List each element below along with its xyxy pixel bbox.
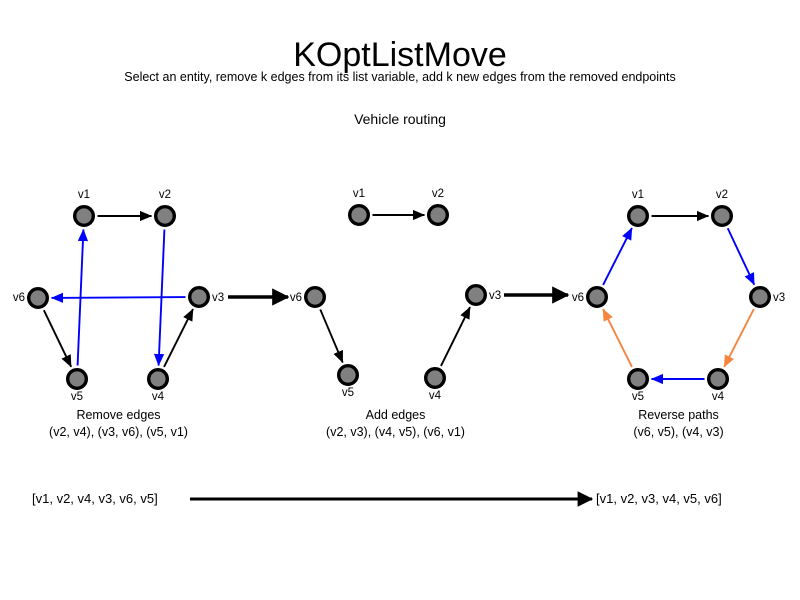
nodes-group: v1 v2 v3 v4 v5 v6 bbox=[13, 189, 224, 403]
node-label-v6: v6 bbox=[572, 292, 584, 304]
node-label-v3: v3 bbox=[212, 292, 224, 304]
node-label-v6: v6 bbox=[13, 292, 25, 304]
edge-v6-to-v1 bbox=[602, 227, 633, 286]
list-transition-layer: [v1, v2, v4, v3, v6, v5] [v1, v2, v3, v4,… bbox=[32, 491, 722, 507]
edge-v5-to-v6 bbox=[602, 308, 633, 368]
node-label-v1: v1 bbox=[353, 188, 365, 200]
edge-v3-to-v6 bbox=[50, 292, 186, 303]
node-v6[interactable] bbox=[586, 286, 609, 309]
list-after: [v1, v2, v3, v4, v5, v6] bbox=[596, 491, 722, 506]
panel-caption-detail-add: (v2, v3), (v4, v5), (v6, v1) bbox=[326, 425, 465, 439]
nodes-group: v1 v2 v3 v4 v5 v6 bbox=[290, 188, 501, 402]
node-label-v5: v5 bbox=[632, 391, 644, 403]
edge-v3-to-v4 bbox=[723, 308, 755, 368]
panel-caption-detail-remove: (v2, v4), (v3, v6), (v5, v1) bbox=[49, 425, 188, 439]
page-title: KOptListMove bbox=[293, 36, 507, 74]
node-v3[interactable] bbox=[749, 286, 772, 309]
panel-caption-title-reverse: Reverse paths bbox=[638, 408, 719, 422]
node-v1[interactable] bbox=[348, 203, 371, 226]
panel-caption-title-remove: Remove edges bbox=[76, 408, 160, 422]
node-v6[interactable] bbox=[304, 286, 327, 309]
node-label-v3: v3 bbox=[489, 290, 501, 302]
node-v2[interactable] bbox=[427, 203, 450, 226]
node-label-v1: v1 bbox=[632, 189, 644, 201]
node-v3[interactable] bbox=[465, 284, 488, 307]
edge-v4-to-v3 bbox=[163, 308, 194, 368]
node-label-v5: v5 bbox=[71, 391, 83, 403]
panel-caption-title-add: Add edges bbox=[366, 408, 426, 422]
edge-v2-to-v3 bbox=[726, 227, 756, 286]
node-label-v3: v3 bbox=[773, 292, 785, 304]
edges-group bbox=[319, 209, 471, 367]
node-v5[interactable] bbox=[337, 364, 360, 387]
section-label: Vehicle routing bbox=[354, 111, 446, 127]
node-label-v2: v2 bbox=[716, 189, 728, 201]
node-v5[interactable] bbox=[65, 368, 88, 391]
node-label-v4: v4 bbox=[429, 390, 442, 402]
edge-v6-to-v5 bbox=[43, 309, 72, 368]
edges-group bbox=[602, 210, 756, 385]
node-v2[interactable] bbox=[153, 204, 176, 227]
node-v3[interactable] bbox=[187, 286, 210, 309]
node-v5[interactable] bbox=[627, 368, 650, 391]
flow-arrows-layer bbox=[228, 286, 570, 306]
node-v1[interactable] bbox=[72, 204, 95, 227]
node-label-v5: v5 bbox=[342, 387, 354, 399]
node-v6[interactable] bbox=[27, 287, 50, 310]
node-label-v1: v1 bbox=[78, 189, 90, 201]
node-v4[interactable] bbox=[146, 368, 169, 391]
node-label-v4: v4 bbox=[712, 391, 725, 403]
edge-v6-to-v5 bbox=[319, 309, 344, 364]
panel-caption-detail-reverse: (v6, v5), (v4, v3) bbox=[633, 425, 723, 439]
node-label-v2: v2 bbox=[432, 188, 444, 200]
node-v4[interactable] bbox=[707, 368, 730, 391]
node-v1[interactable] bbox=[627, 204, 650, 227]
edges-group bbox=[43, 210, 194, 368]
page-subtitle: Select an entity, remove k edges from it… bbox=[124, 70, 675, 84]
node-v4[interactable] bbox=[424, 367, 447, 390]
node-v2[interactable] bbox=[711, 204, 734, 227]
node-label-v6: v6 bbox=[290, 292, 302, 304]
edge-v4-to-v3 bbox=[440, 306, 471, 367]
node-label-v2: v2 bbox=[159, 189, 171, 201]
list-before: [v1, v2, v4, v3, v6, v5] bbox=[32, 491, 158, 506]
nodes-group: v1 v2 v3 v4 v5 v6 bbox=[572, 189, 785, 403]
node-label-v4: v4 bbox=[152, 391, 165, 403]
